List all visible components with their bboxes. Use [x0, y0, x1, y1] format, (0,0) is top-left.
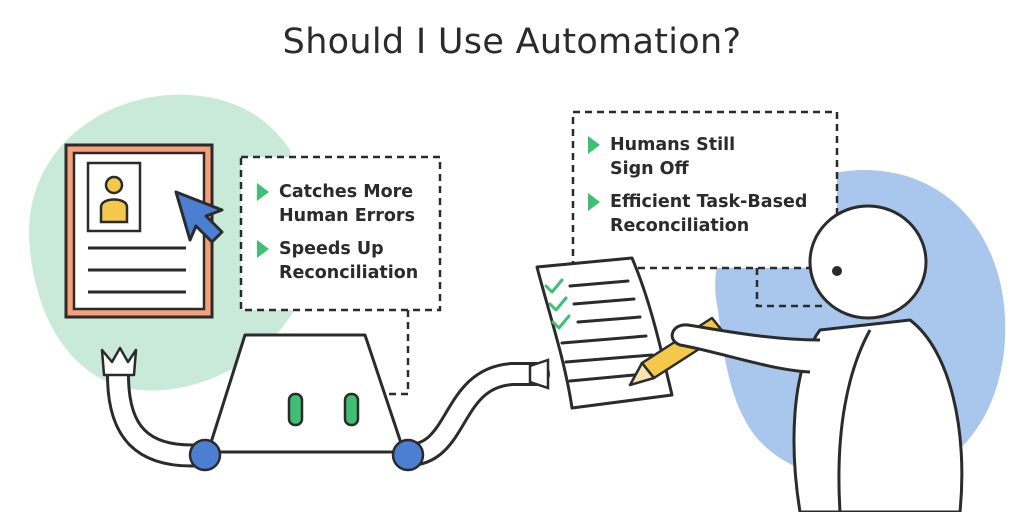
- callout-item-text: Efficient Task-Based Reconciliation: [610, 192, 808, 236]
- robot-gripper: [528, 358, 550, 390]
- callout-item: Speeds Up Reconciliation: [257, 237, 437, 285]
- robot-joint-right: [391, 438, 425, 472]
- robot-claw: [100, 346, 138, 377]
- checklist-paper: [535, 256, 674, 410]
- check-icon: [548, 296, 568, 312]
- callout-item-text: Humans Still Sign Off: [610, 135, 736, 179]
- left-callout: Catches More Human Errors Speeds Up Reco…: [257, 180, 437, 294]
- robot-joint-left: [188, 438, 222, 472]
- callout-item-text: Speeds Up Reconciliation: [279, 239, 419, 283]
- callout-item: Humans Still Sign Off: [588, 133, 833, 181]
- left-callout-box: [239, 155, 442, 312]
- person-eye: [832, 266, 842, 276]
- callout-item-text: Catches More Human Errors: [279, 182, 415, 226]
- right-callout-box: [571, 110, 839, 270]
- person-head: [808, 204, 928, 320]
- callout-item: Efficient Task-Based Reconciliation: [588, 190, 833, 238]
- right-callout: Humans Still Sign Off Efficient Task-Bas…: [588, 133, 833, 247]
- robot-eye-left: [287, 392, 304, 427]
- bullet-arrow-icon: [257, 183, 269, 201]
- bullet-arrow-icon: [588, 136, 600, 154]
- check-icon: [551, 314, 571, 330]
- left-callout-connector: [382, 310, 410, 396]
- robot-arms: [106, 362, 550, 468]
- page-title: Should I Use Automation?: [282, 22, 742, 62]
- callout-item: Catches More Human Errors: [257, 180, 437, 228]
- check-icon: [544, 278, 564, 294]
- robot-eye-right: [343, 392, 360, 427]
- right-callout-connector: [755, 268, 826, 308]
- bullet-arrow-icon: [588, 193, 600, 211]
- cursor-arrow-icon: [174, 190, 224, 244]
- bullet-arrow-icon: [257, 240, 269, 258]
- avatar-icon: [104, 175, 124, 195]
